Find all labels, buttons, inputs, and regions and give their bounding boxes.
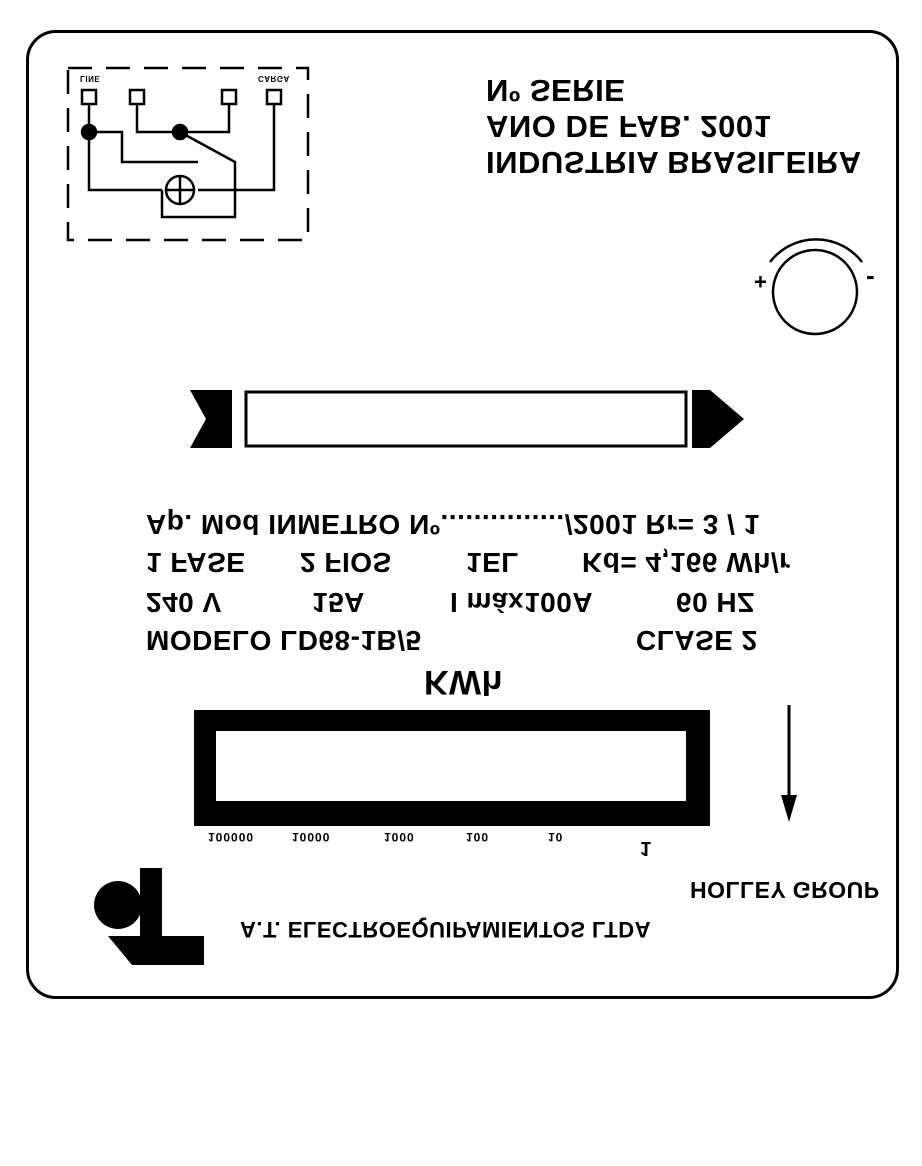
rotor-window xyxy=(190,390,744,448)
accuracy-class: CLASE 2 xyxy=(636,625,758,656)
element-spec: 1EL xyxy=(466,547,519,578)
voltage-spec: 240 V xyxy=(146,587,222,618)
line-terminal-label: LINE xyxy=(80,74,101,83)
serial-number-label: Nº SERIE xyxy=(486,73,626,108)
made-in-label: INDUSTRIA BRASILEIRA xyxy=(486,145,862,180)
adjuster-knob xyxy=(769,238,863,336)
load-terminal-label: CARGA xyxy=(258,74,290,83)
digit-label: 10 xyxy=(548,830,564,844)
current-spec: 15A xyxy=(312,587,365,618)
company-name: A.T. ELECTROEQUIPAMIENTOS LTDA xyxy=(240,917,652,942)
digit-label: 1000 xyxy=(384,830,415,844)
approval-line: Ap. Mod INMETRO Nº.............../2001 R… xyxy=(146,509,760,540)
manufacture-year: ANO DE FAB. 2001 xyxy=(486,109,772,144)
company-logo xyxy=(94,868,204,965)
frequency-spec: 60 HZ xyxy=(676,587,755,618)
group-name: HOLLEY GROUP xyxy=(690,877,880,903)
phase-spec: 1 FASE xyxy=(146,547,246,578)
plus-symbol: + xyxy=(754,269,768,294)
max-current-spec: I máx100A xyxy=(450,587,594,618)
meter-nameplate xyxy=(26,30,899,999)
wiring-diagram xyxy=(66,66,310,242)
kd-constant: Kd= 4,166 Wh/r xyxy=(582,547,791,578)
digit-label: 10000 xyxy=(292,830,331,844)
minus-symbol: - xyxy=(866,265,876,295)
rotation-arrow xyxy=(781,705,797,822)
digit-label: 100000 xyxy=(208,830,255,844)
register-window xyxy=(194,710,710,826)
model-label: MODELO LD68-1B/5 xyxy=(146,625,422,656)
register-unit: KWh xyxy=(424,663,503,701)
digit-label: 1 xyxy=(640,837,652,859)
digit-label: 100 xyxy=(466,830,490,844)
wires-spec: 2 FIOS xyxy=(300,547,392,578)
